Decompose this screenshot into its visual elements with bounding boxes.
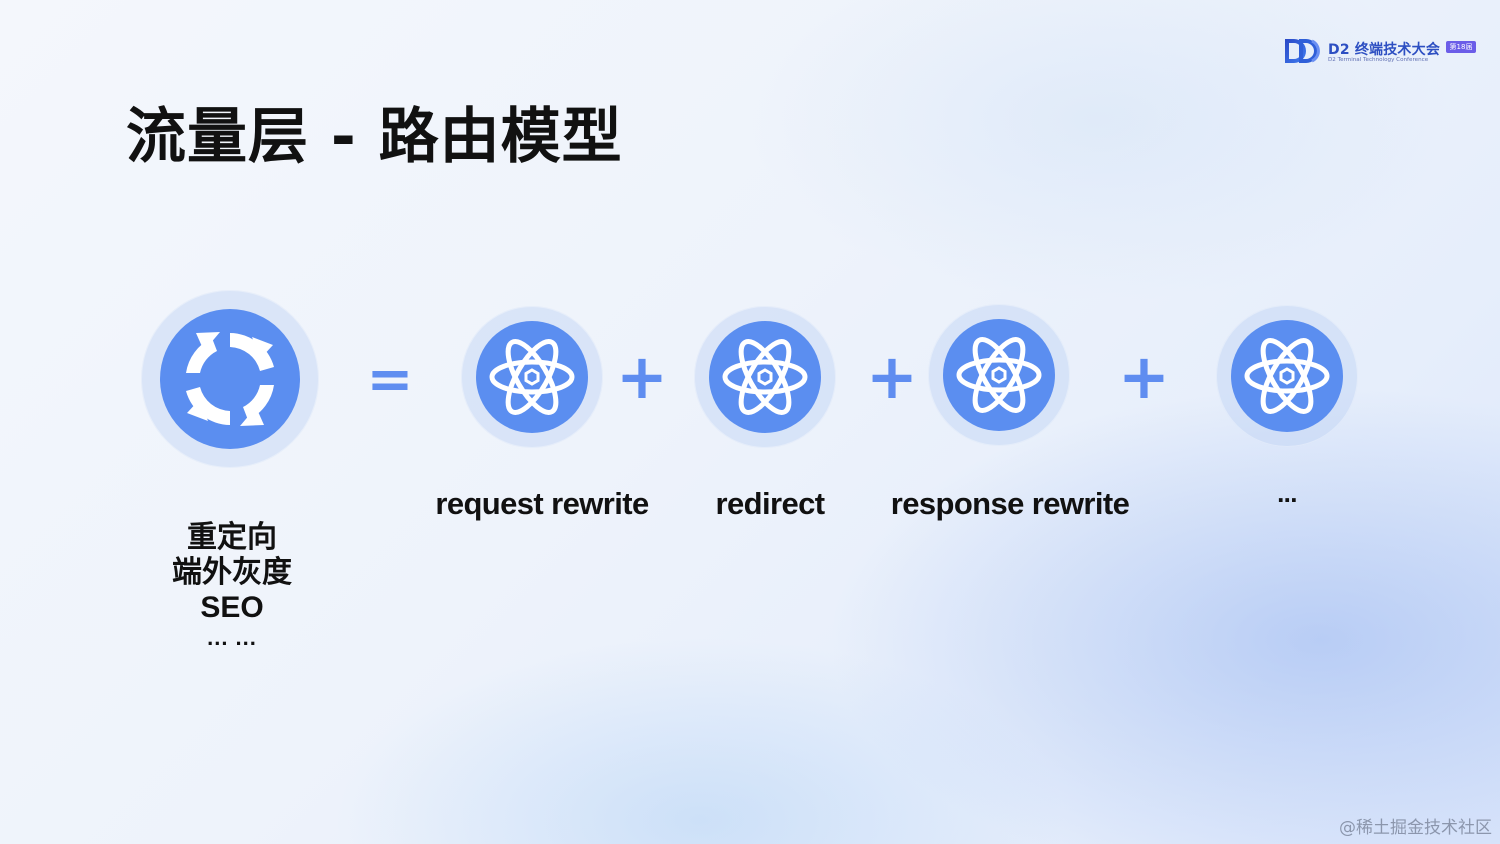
term-label-redirect: redirect: [715, 486, 826, 521]
plus-sign: +: [1118, 340, 1170, 413]
term-label-more: ...: [1277, 478, 1297, 508]
use-case-seo: SEO: [200, 591, 264, 624]
term-label-request-rewrite: request rewrite: [435, 486, 649, 521]
atom-icon-halo-4: [1216, 305, 1358, 447]
atom-icon-halo-2: [694, 306, 836, 448]
conference-logo: D2 终端技术大会 第18届 D2 Terminal Technology Co…: [1284, 38, 1480, 68]
logo-title: D2 终端技术大会: [1328, 42, 1441, 58]
atom-icon-halo-3: [928, 304, 1070, 446]
route-use-cases: 重定向 端外灰度 SEO ... ...: [132, 520, 332, 651]
use-case-redirect: 重定向: [187, 521, 277, 554]
use-case-gray-release: 端外灰度: [172, 556, 292, 589]
term-label-response-rewrite: response rewrite: [890, 486, 1130, 521]
d2-logo-icon: [1285, 39, 1320, 63]
atom-icon: [943, 319, 1055, 431]
refresh-icon: [160, 309, 300, 449]
watermark: @稀土掘金技术社区: [1339, 818, 1492, 838]
plus-sign: +: [866, 340, 918, 413]
atom-icon: [709, 321, 821, 433]
logo-subtitle: D2 Terminal Technology Conference: [1328, 57, 1429, 63]
page-title: 流量层 - 路由模型: [126, 102, 623, 172]
atom-icon: [476, 321, 588, 433]
equals-sign: =: [366, 347, 414, 412]
refresh-icon-halo: [141, 290, 319, 468]
logo-edition-badge: 第18届: [1446, 41, 1476, 53]
plus-sign: +: [616, 340, 668, 413]
atom-icon-halo-1: [461, 306, 603, 448]
atom-icon: [1231, 320, 1343, 432]
use-case-more: ... ...: [207, 625, 257, 650]
